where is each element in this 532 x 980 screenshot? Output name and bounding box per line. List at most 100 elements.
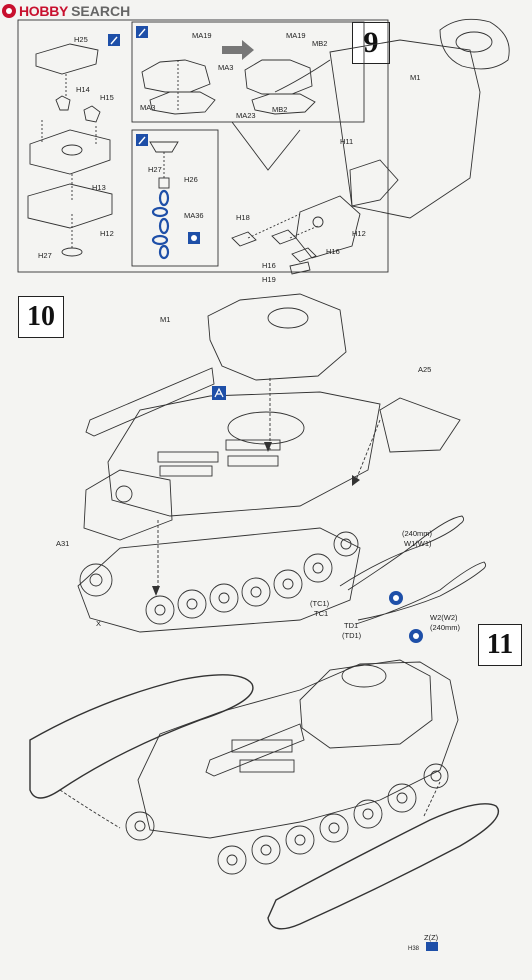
- label-w2: W2(W2): [430, 613, 458, 622]
- label-h25: H25: [74, 35, 88, 44]
- inset-part-h27: [149, 141, 179, 153]
- step11-track-left: [29, 674, 254, 799]
- page-code-badge: [426, 942, 438, 951]
- arrow-turret-down-icon: [264, 442, 272, 452]
- step10-tow-cable-w1: [339, 515, 465, 591]
- label-ma3-top: MA3: [218, 63, 233, 72]
- inset-part-mb2-right: [251, 93, 316, 115]
- inset-transform-arrow-icon: [222, 40, 254, 60]
- label-ma36: MA36: [184, 211, 204, 220]
- watermark-brand-search: SEARCH: [71, 3, 131, 19]
- label-mb2-bottom: MB2: [272, 105, 287, 114]
- step9-part-h25: [35, 43, 99, 75]
- label-tc1-paren: (TC1): [310, 599, 330, 608]
- step-9-frame: [17, 19, 389, 273]
- step10-part-a25: [379, 397, 461, 453]
- step10-grille-4: [227, 455, 279, 467]
- blue-icons: [108, 26, 438, 951]
- label-h26: H26: [184, 175, 198, 184]
- label-h27-chain: H27: [148, 165, 162, 174]
- inset-glue-box: [131, 21, 365, 123]
- label-mb2-top: MB2: [312, 39, 327, 48]
- label-h12-right: H12: [352, 229, 366, 238]
- step10-gun-barrel: [85, 367, 215, 437]
- step-11-number: 11: [486, 629, 514, 660]
- step-11-badge: 11: [478, 624, 522, 666]
- label-h19: H19: [262, 275, 276, 284]
- label-m1-step9: M1: [410, 73, 420, 82]
- step11-road-wheels: [125, 763, 449, 875]
- step10-grille-2: [159, 465, 213, 477]
- label-w1-length: (240mm): [402, 529, 433, 538]
- step10-tow-cable-w2: [355, 561, 487, 625]
- watermark-brand-hobby: HOBBY: [19, 3, 69, 19]
- label-ma3-bottom: MA3: [140, 103, 155, 112]
- label-h11: H11: [340, 137, 353, 146]
- step9-part-h15: [83, 105, 101, 123]
- step9-part-h16-b: [291, 247, 317, 263]
- step-10-number: 10: [27, 301, 55, 332]
- label-h12-left: H12: [100, 229, 114, 238]
- label-x: X: [96, 619, 101, 628]
- step9-cupola: [439, 18, 510, 70]
- hobbysearch-logo-icon: [2, 4, 16, 18]
- inset-part-h26: [158, 177, 170, 189]
- inset-chain-links: [151, 189, 170, 260]
- step11-gun-barrel: [205, 723, 305, 777]
- step9-part-h16-a: [271, 229, 297, 245]
- label-h27-left: H27: [38, 251, 52, 260]
- step10-turret-ring: [227, 411, 305, 445]
- label-tc1: TC1: [314, 609, 328, 618]
- label-w1: W1(W1): [404, 539, 432, 548]
- step11-track-right: [267, 803, 500, 930]
- label-ma23: MA23: [236, 111, 256, 120]
- step10-grille-3: [225, 439, 281, 451]
- inset-part-ma19-right: [244, 59, 313, 95]
- label-a25: A25: [418, 365, 431, 374]
- step9-part-h18: [231, 231, 257, 247]
- label-h13: H13: [92, 183, 106, 192]
- label-z: Z(Z): [424, 933, 439, 942]
- label-h16-a: H16: [262, 261, 276, 270]
- label-ma19-right: MA19: [286, 31, 306, 40]
- label-m1-step10: M1: [160, 315, 170, 324]
- step10-road-wheels: [79, 531, 359, 625]
- step10-lower-hull: [77, 527, 361, 633]
- label-h14: H14: [76, 85, 90, 94]
- label-h15: H15: [100, 93, 114, 102]
- step10-rear-plate: [83, 469, 173, 541]
- step11-grille-1: [231, 739, 293, 753]
- label-a31: A31: [56, 539, 69, 548]
- step9-turret-body: [329, 39, 481, 219]
- step10-turret-m1: [207, 293, 347, 381]
- inset-part-ma19-left: [141, 59, 211, 93]
- label-td1: TD1: [344, 621, 358, 630]
- step9-part-h27: [61, 247, 83, 257]
- step10-grille-1: [157, 451, 219, 463]
- step10-cupola: [267, 307, 309, 329]
- arrow-a25-icon: [352, 475, 360, 486]
- step-10-badge: 10: [18, 296, 64, 338]
- inset-part-ma3-left: [149, 91, 216, 115]
- inset-chain-box: [131, 129, 219, 267]
- step11-cupola: [341, 664, 387, 688]
- step-9-number: 9: [363, 26, 379, 59]
- step9-part-h14: [55, 95, 71, 111]
- label-w2-length: (240mm): [430, 623, 461, 632]
- step11-grille-2: [239, 759, 295, 773]
- label-ma19-left: MA19: [192, 31, 212, 40]
- label-h16-b: H16: [326, 247, 340, 256]
- step10-upper-hull: [107, 391, 381, 517]
- step9-part-h11: [349, 159, 399, 207]
- step11-casemate: [299, 659, 433, 749]
- step9-part-h19: [289, 261, 311, 275]
- step9-part-h13: [29, 129, 111, 175]
- page-code: H38: [408, 946, 420, 952]
- arrow-hull-down-icon: [152, 586, 160, 596]
- step9-part-h12: [27, 183, 113, 229]
- hobbysearch-watermark: HOBBY SEARCH: [2, 1, 130, 21]
- label-td1-paren: (TD1): [342, 631, 362, 640]
- step11-hull: [137, 661, 459, 839]
